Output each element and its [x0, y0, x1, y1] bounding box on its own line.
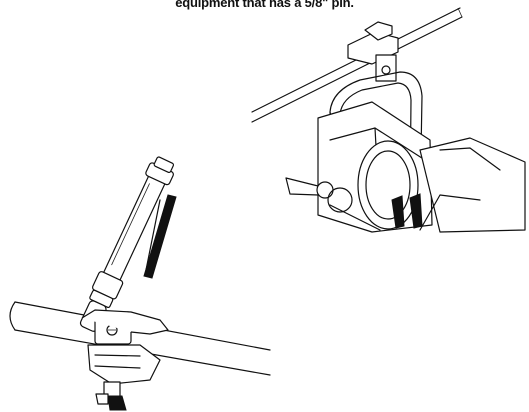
baby-pin-clamp-drawing	[9, 156, 271, 411]
caption-text: equipment that has a 5/8" pin.	[175, 0, 354, 10]
fresnel-light-drawing	[251, 7, 526, 233]
